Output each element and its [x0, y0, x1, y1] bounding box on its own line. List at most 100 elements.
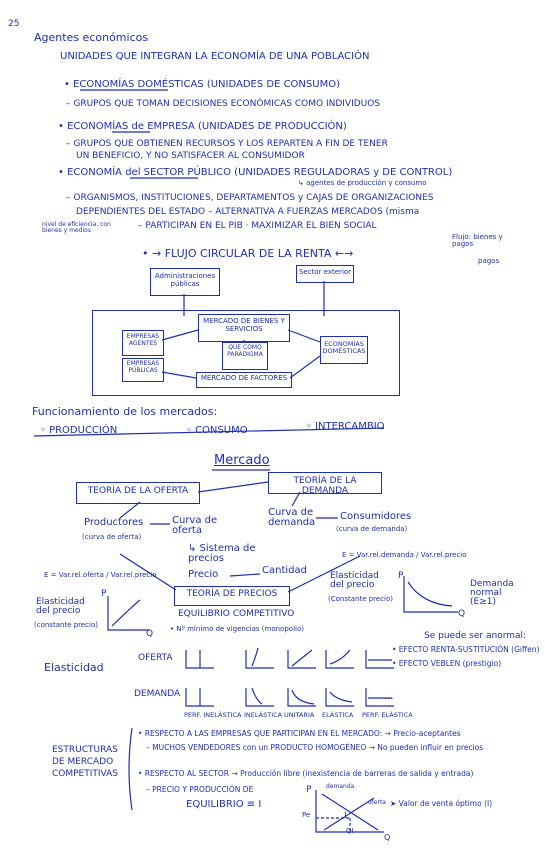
demand-graph-p: P: [398, 571, 404, 581]
elasticity-ellipsis: ...: [384, 691, 394, 702]
structure-graph-pe: Pe: [302, 811, 311, 819]
market-item-consumption: ◦ CONSUMO: [186, 425, 248, 436]
price-label: Precio: [188, 569, 219, 580]
market-item-production: ◦ PRODUCCIÓN: [40, 425, 118, 436]
agent-public-line-3: – PARTICIPAN EN EL PIB · MAXIMIZAR EL BI…: [138, 221, 377, 231]
underline-market-functions: [33, 427, 385, 437]
agent-public-line-1: – ORGANISMOS, INSTITUCIONES, DEPARTAMENT…: [66, 193, 434, 203]
center-label: QUE COMO PARADIGMA: [227, 344, 263, 358]
households-box: ECONOMÍAS DOMÉSTICAS: [320, 336, 368, 364]
firms-box: EMPRESAS AGENTES: [122, 330, 164, 356]
demand-theory-box: TEORÍA DE LA DEMANDA: [268, 472, 382, 496]
elasticity-row-supply: OFERTA: [138, 653, 173, 663]
structure-graph-q: Q: [384, 833, 391, 842]
agent-firms-line-2: UN BENEFICIO, Y NO SATISFACER AL CONSUMI…: [76, 151, 305, 161]
elasticity-col-unitary: UNITARIA: [284, 711, 315, 719]
demand-price-elasticity-note: (Constante precio): [328, 595, 394, 603]
section-title-agents: Agentes económicos: [34, 31, 149, 44]
supply-graph-p: P: [101, 589, 107, 599]
structure-graph-offer: oferta: [368, 799, 386, 806]
supply-graph-axes: [107, 596, 150, 631]
arrow-demand-curve: [291, 491, 301, 507]
agent-public-note: ↳ agentes de producción y consumo: [298, 179, 427, 187]
agent-firms-line-1: – GRUPOS QUE OBTIENEN RECURSOS Y LOS REP…: [66, 139, 388, 149]
section-subtitle: UNIDADES QUE INTEGRAN LA ECONOMÍA DE UNA…: [60, 51, 370, 62]
factors-market-box: MERCADO DE FACTORES: [196, 372, 292, 388]
structures-final: ➤ Valor de venta óptimo (I): [390, 799, 493, 808]
admin-label: Administraciones públicas: [154, 272, 216, 288]
demand-graph-curve: [407, 581, 453, 607]
demand-theory-label: TEORÍA DE LA DEMANDA: [293, 476, 357, 496]
producers-label: Productores: [84, 517, 144, 528]
agent-public-line-2: DEPENDIENTES DEL ESTADO – ALTERNATIVA A …: [76, 207, 420, 217]
structure-graph-p: P: [306, 785, 312, 795]
equilibrium-note: • Nº mínimo de vigencias (monopolio): [170, 625, 304, 633]
circular-flow-frame: [92, 310, 400, 396]
consumers-label: Consumidores: [340, 511, 412, 522]
exception-giffen: • EFECTO RENTA-SUSTITUCIÓN (Giffen): [392, 645, 540, 654]
structures-brace: [128, 727, 133, 811]
supply-theory-label: TEORÍA DE LA OFERTA: [87, 486, 189, 496]
structures-line-1: • RESPECTO A LAS EMPRESAS QUE PARTICIPAN…: [138, 729, 461, 738]
agent-public-side-note: nivel de eficiencia, con bienes y medios: [42, 221, 111, 234]
structure-graph-demand: demanda: [326, 783, 355, 790]
market-title: Mercado: [214, 453, 270, 468]
demand-price-elasticity: Elasticidad del precio: [330, 571, 379, 590]
agent-households-title: • ECONOMÍAS DOMÉSTICAS (UNIDADES DE CONS…: [64, 79, 340, 90]
public-firms-label: EMPRESAS PÚBLICAS: [126, 360, 160, 374]
price-system-label: ↳ Sistema de precios: [188, 543, 256, 564]
arrow-to-price-theory-right: [287, 555, 361, 593]
circular-flow-note: Flujo: bienes y pagos: [452, 233, 503, 248]
goods-market-label: MERCADO DE BIENES Y SERVICIOS: [203, 317, 285, 333]
exception-veblen: • EFECTO VEBLEN (prestigio): [392, 659, 502, 668]
agent-public-title: • ECONOMÍA del SECTOR PÚBLICO (UNIDADES …: [58, 167, 453, 178]
elasticity-row-demand: DEMANDA: [134, 689, 181, 699]
exceptions-label: Se puede ser anormal:: [424, 631, 527, 641]
demand-graph-q: Q: [458, 609, 466, 619]
flow-line-goods-households: [287, 329, 321, 343]
admin-box: Administraciones públicas: [150, 268, 220, 296]
producers-note: (curva de oferta): [82, 533, 142, 541]
arrow-supply-demand: [197, 481, 269, 493]
arrow-price-quantity: [229, 573, 261, 577]
factors-market-label: MERCADO DE FACTORES: [200, 374, 288, 382]
demand-curve-label: Curva de demanda: [268, 507, 316, 528]
supply-price-elasticity: Elasticidad del precio: [36, 597, 85, 616]
structures-label-3: COMPETITIVAS: [52, 769, 119, 779]
supply-elasticity-formula: E = Var.rel.oferta / Var.rel.precio: [44, 571, 157, 579]
flow-line-factors-households: [289, 355, 321, 379]
normal-demand-label: Demanda normal (E≥1): [470, 579, 514, 607]
elasticity-demand-graphs: [185, 687, 394, 707]
exterior-label: Sector exterior: [298, 268, 352, 276]
price-theory-box: TEORÍA DE PRECIOS: [174, 586, 290, 606]
supply-price-elasticity-note: (constante precio): [34, 621, 98, 629]
supply-graph-q: Q: [146, 629, 154, 639]
price-theory-label: TEORÍA DE PRECIOS: [186, 589, 278, 599]
arrow-to-price-theory-left: [119, 553, 177, 591]
equilibrium-label: EQUILIBRIO COMPETITIVO: [178, 609, 295, 619]
arrow-supply-producers: [119, 501, 141, 519]
firms-label: EMPRESAS AGENTES: [126, 333, 160, 347]
demand-graph-axes: [403, 576, 458, 613]
structures-label-1: ESTRUCTURAS: [52, 745, 118, 755]
flow-line-firms-goods: [161, 329, 199, 341]
elasticity-col-elastic: ELÁSTICA: [322, 711, 354, 719]
demand-elasticity-formula: E = Var.rel.demanda / Var.rel.precio: [342, 551, 467, 559]
consumers-note: (curva de demanda): [336, 525, 408, 533]
circular-flow-note-2: pagos: [478, 257, 500, 265]
structure-graph-axes: [315, 790, 384, 833]
markets-heading: Funcionamiento de los mercados:: [32, 405, 218, 418]
elasticity-col-perfectly-elastic: PERF. ELÁSTICA: [362, 711, 413, 719]
exterior-box: Sector exterior: [296, 265, 354, 283]
supply-graph-curve: [111, 599, 141, 627]
households-label: ECONOMÍAS DOMÉSTICAS: [322, 340, 366, 356]
public-firms-box: EMPRESAS PÚBLICAS: [122, 358, 164, 382]
structures-label-2: DE MERCADO: [52, 757, 114, 767]
circular-flow-title: • → FLUJO CIRCULAR DE LA RENTA ←→: [142, 247, 354, 260]
market-item-exchange: ◦ INTERCAMBIO: [306, 421, 385, 432]
flow-line-firms-factors: [161, 371, 197, 379]
structures-line-4: – PRECIO Y PRODUCCIÓN DE: [146, 785, 254, 794]
quantity-label: Cantidad: [262, 565, 307, 576]
structures-line-3: • RESPECTO AL SECTOR → Producción libre …: [138, 769, 474, 778]
